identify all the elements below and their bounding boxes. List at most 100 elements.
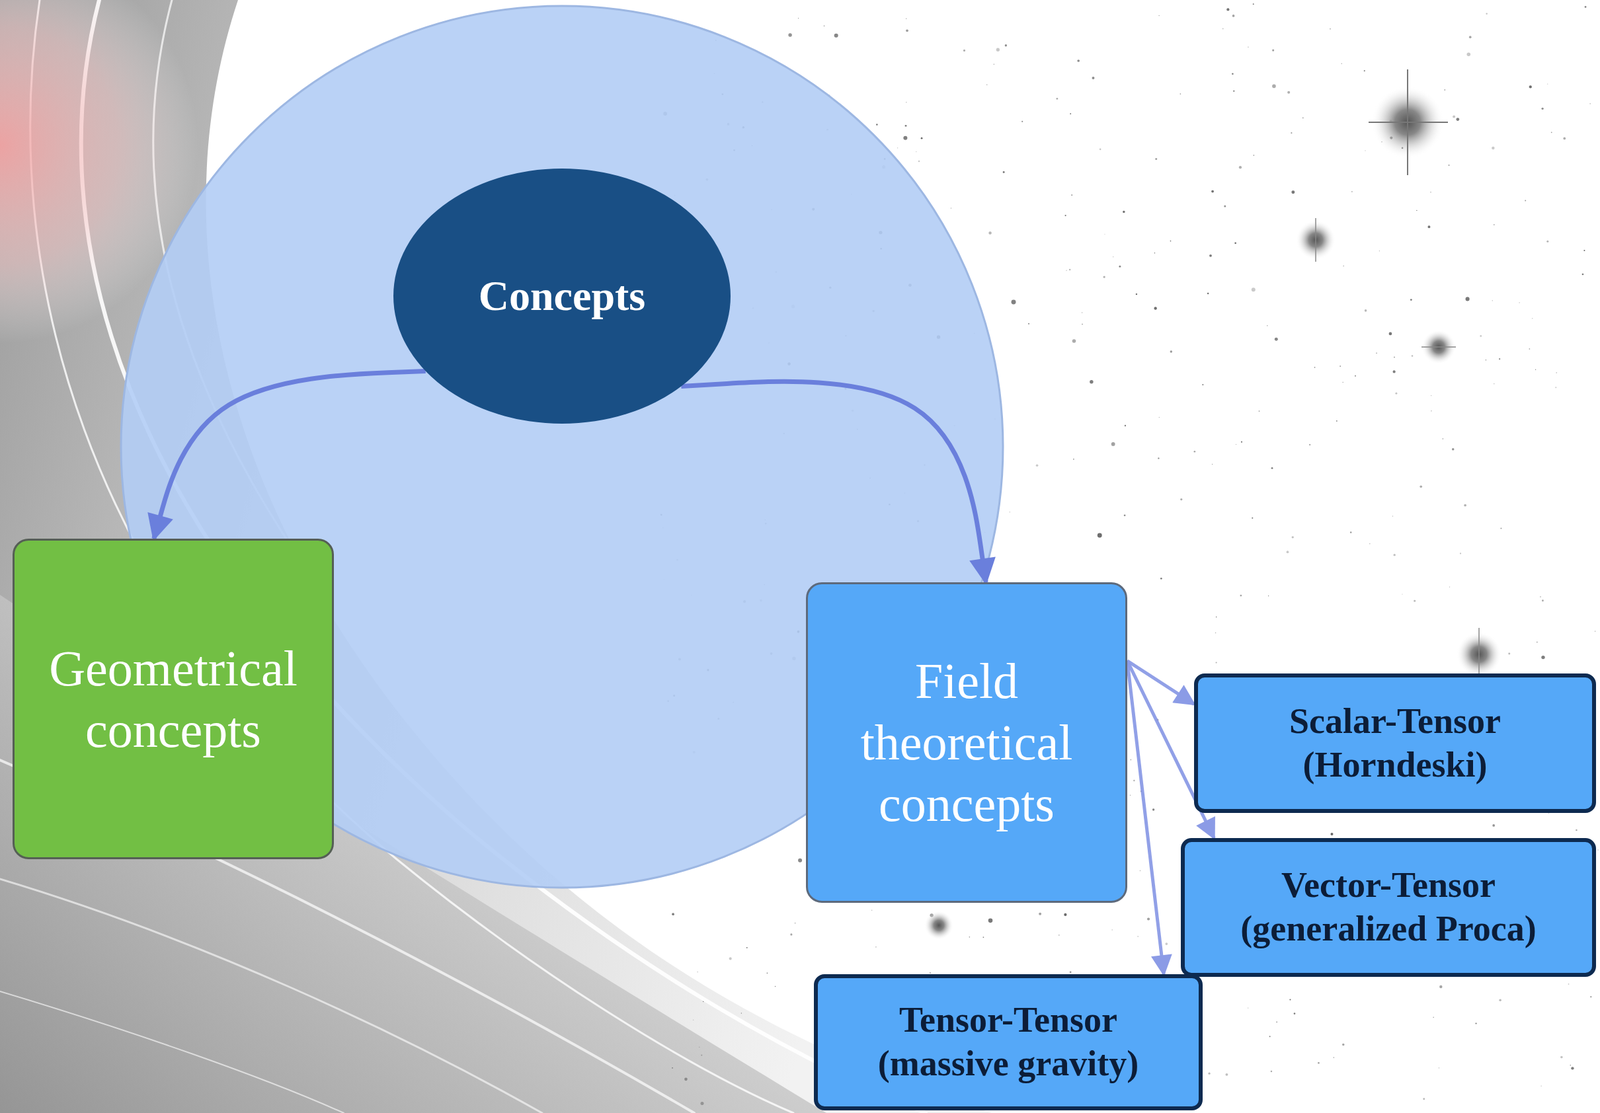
star — [1485, 12, 1488, 15]
star — [1597, 849, 1599, 851]
star — [897, 147, 898, 149]
node-label: Tensor-Tensor (massive gravity) — [829, 999, 1187, 1087]
star — [1063, 913, 1067, 917]
star — [1439, 985, 1442, 989]
star — [1291, 536, 1294, 539]
star — [1302, 117, 1304, 119]
star — [1531, 318, 1533, 319]
star — [988, 919, 994, 924]
star — [1485, 359, 1487, 361]
node-label: Geometrical concepts — [27, 638, 319, 761]
star — [702, 1001, 704, 1003]
star — [1336, 420, 1338, 422]
root-ellipse: Concepts — [393, 168, 731, 424]
star — [1541, 599, 1544, 602]
star — [1546, 240, 1549, 243]
star — [1568, 983, 1570, 986]
star — [1222, 27, 1224, 30]
star — [1097, 533, 1103, 539]
star — [1235, 444, 1237, 445]
star — [1247, 1007, 1249, 1009]
star — [1369, 543, 1371, 545]
star — [1570, 1067, 1574, 1070]
star — [1524, 199, 1526, 201]
star — [905, 17, 907, 19]
star — [1584, 5, 1587, 8]
star — [1463, 504, 1467, 508]
star — [1036, 464, 1039, 467]
star — [1253, 154, 1255, 156]
star — [684, 1078, 688, 1082]
star — [798, 17, 799, 19]
theory-box: Vector-Tensor (generalized Proca) — [1180, 838, 1597, 978]
star — [1286, 550, 1290, 554]
star — [1004, 44, 1007, 47]
star — [1058, 934, 1060, 937]
star — [1351, 191, 1353, 192]
star — [1375, 352, 1378, 354]
star — [1556, 372, 1558, 373]
star — [790, 933, 793, 936]
star — [1459, 552, 1462, 555]
star — [1364, 150, 1366, 151]
node-label: Vector-Tensor (generalized Proca) — [1196, 864, 1581, 952]
star — [915, 151, 917, 153]
star — [1330, 833, 1333, 836]
star — [963, 49, 966, 52]
star — [1239, 165, 1242, 169]
star — [905, 101, 907, 103]
star — [1155, 158, 1158, 160]
star — [1393, 370, 1396, 373]
star — [1069, 971, 1072, 974]
star — [1069, 113, 1072, 115]
star — [1170, 240, 1172, 242]
star — [1276, 1021, 1278, 1023]
star — [1215, 632, 1217, 635]
star — [1271, 467, 1274, 470]
star — [1211, 190, 1214, 194]
star — [1332, 1057, 1335, 1059]
star — [1541, 655, 1545, 660]
star — [1491, 146, 1495, 150]
ellipse-fill — [393, 168, 731, 424]
star-spike — [1478, 628, 1480, 681]
star — [823, 25, 825, 26]
star — [1081, 312, 1083, 313]
star-spike — [1368, 121, 1448, 123]
star — [986, 84, 988, 86]
star — [1519, 302, 1520, 303]
star — [698, 1047, 700, 1048]
star — [1342, 265, 1344, 267]
star — [876, 123, 879, 126]
star — [1234, 242, 1237, 245]
star — [1547, 83, 1548, 84]
star — [1449, 586, 1450, 588]
swirl-line — [0, 991, 344, 1113]
star — [1207, 1073, 1210, 1076]
star — [1452, 115, 1456, 119]
star — [1111, 442, 1116, 447]
star — [1379, 250, 1380, 252]
star — [1112, 929, 1113, 931]
star — [1251, 517, 1253, 520]
star — [1118, 265, 1121, 268]
star — [1413, 600, 1416, 603]
star — [1215, 661, 1218, 664]
star — [1180, 498, 1183, 501]
connector-arrow — [154, 370, 426, 539]
star — [1393, 356, 1396, 358]
star — [1289, 999, 1291, 1001]
star — [1342, 1043, 1345, 1046]
connector-arrow — [680, 381, 986, 583]
star — [729, 957, 732, 960]
star — [1038, 913, 1042, 916]
star — [1314, 366, 1316, 369]
star — [1389, 332, 1393, 336]
star — [1274, 337, 1279, 342]
star — [741, 1012, 742, 1014]
star — [1137, 936, 1139, 938]
star-glow — [1421, 329, 1456, 365]
star — [1064, 214, 1066, 217]
star — [1590, 996, 1592, 998]
node-label: Field theoretical concepts — [821, 650, 1113, 835]
